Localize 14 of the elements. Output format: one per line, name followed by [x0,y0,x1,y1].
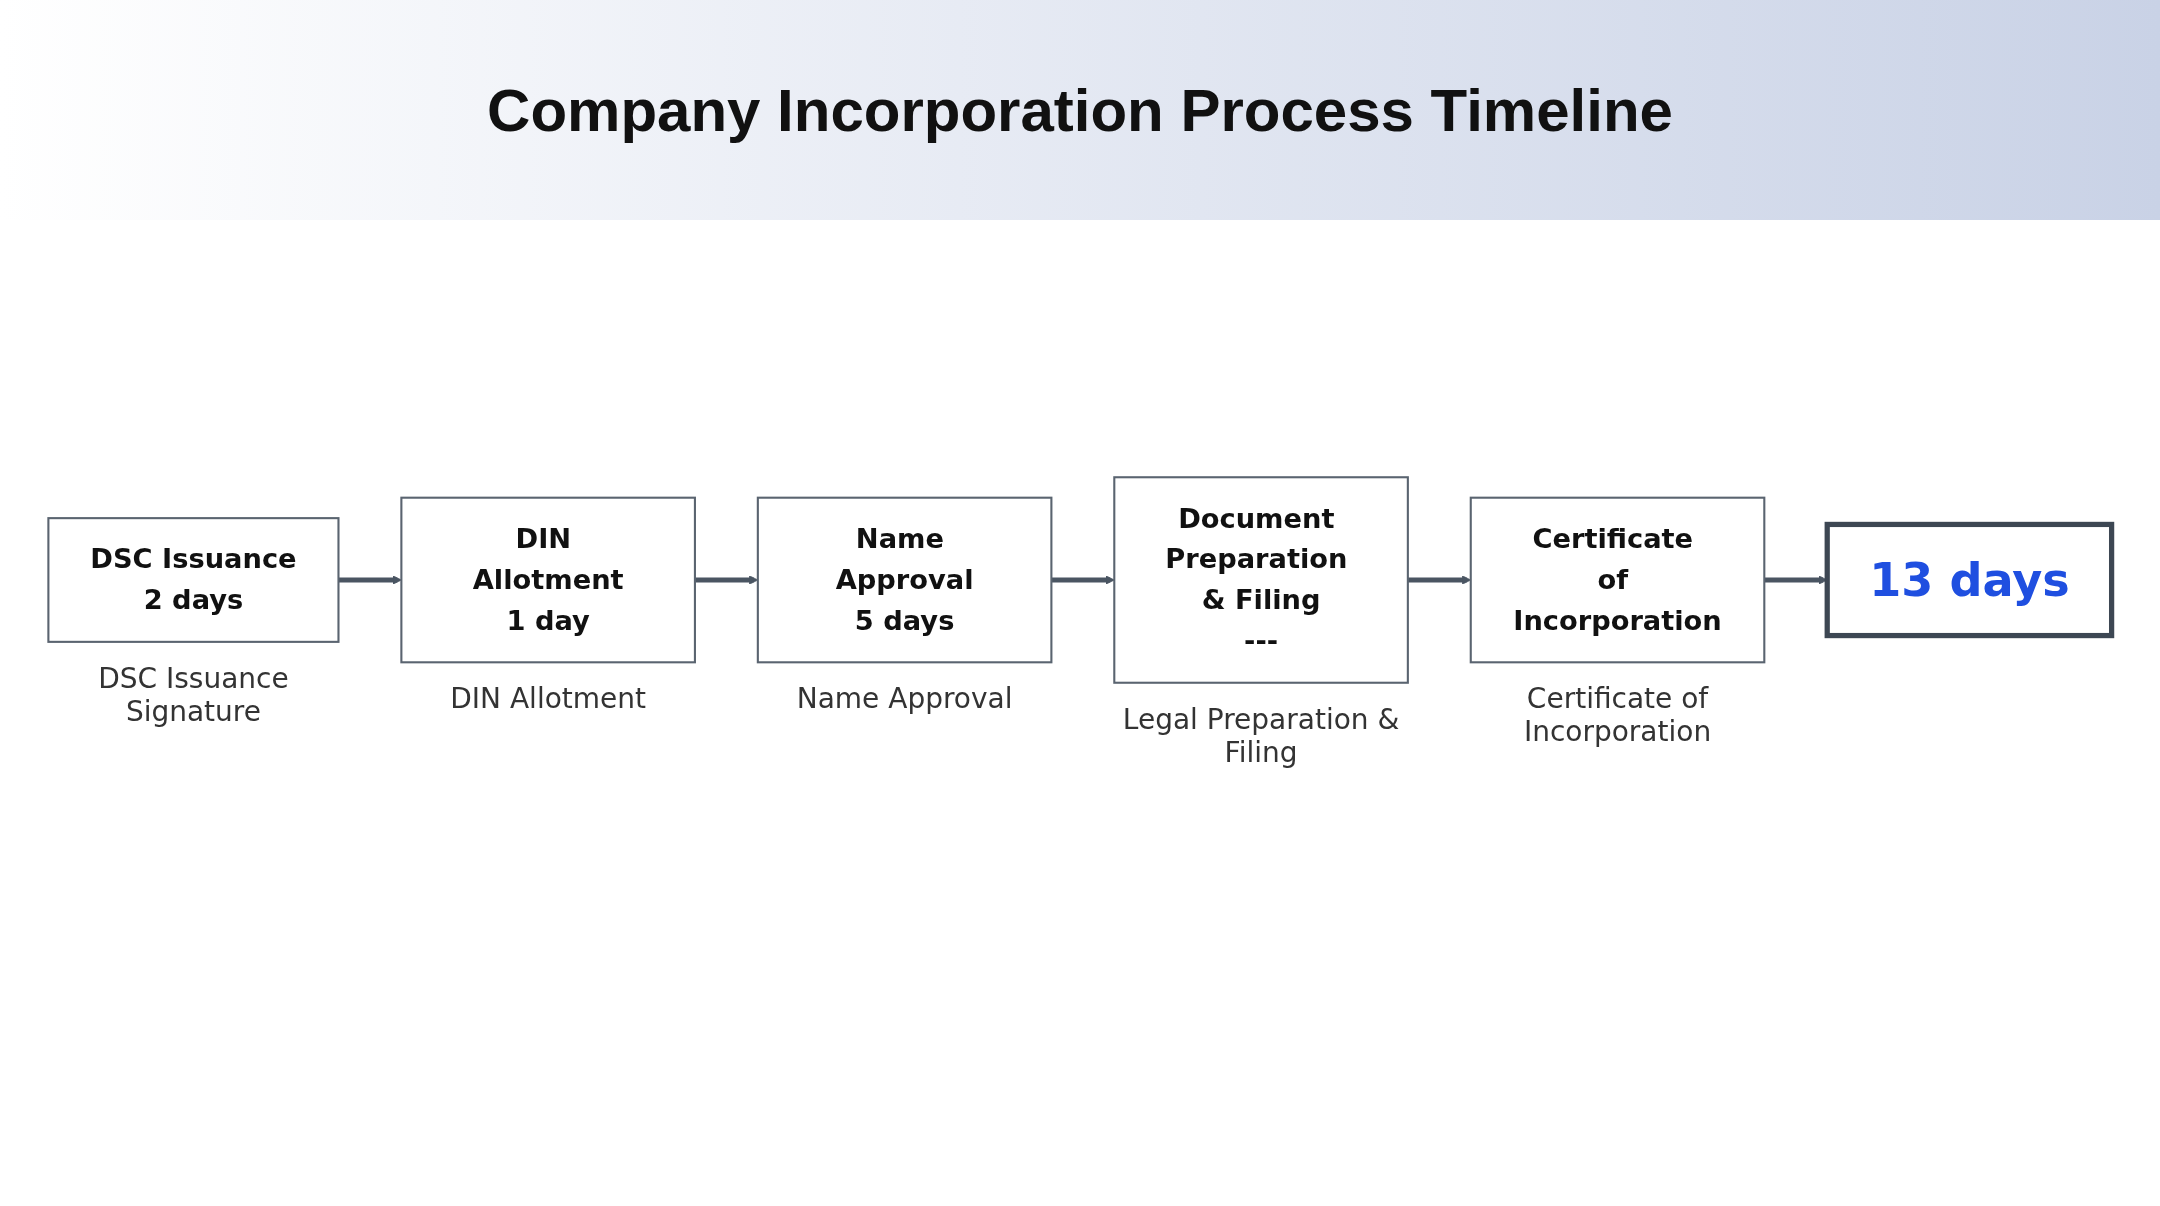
arrow [1051,575,1115,585]
step-caption: DIN Allotment [449,682,647,716]
node-box: Document Preparation & Filing --- [1113,476,1409,684]
node-box: 13 days [1824,521,2115,639]
node-box: DSC Issuance 2 days [47,517,340,643]
step-caption: Certificate of Incorporation [1522,682,1713,749]
step-caption: DSC Issuance Signature [97,661,290,728]
step-caption: Legal Preparation & Filing [1121,702,1401,769]
arrow [338,575,402,585]
diagram-title: Company Incorporation Process Timeline [487,75,1673,145]
node-box: Name Approval 5 days [756,496,1053,664]
node-box: DIN Allotment 1 day [400,496,696,664]
node-box: Certificate of Incorporation [1469,496,1766,664]
step-caption: Name Approval [795,682,1014,716]
